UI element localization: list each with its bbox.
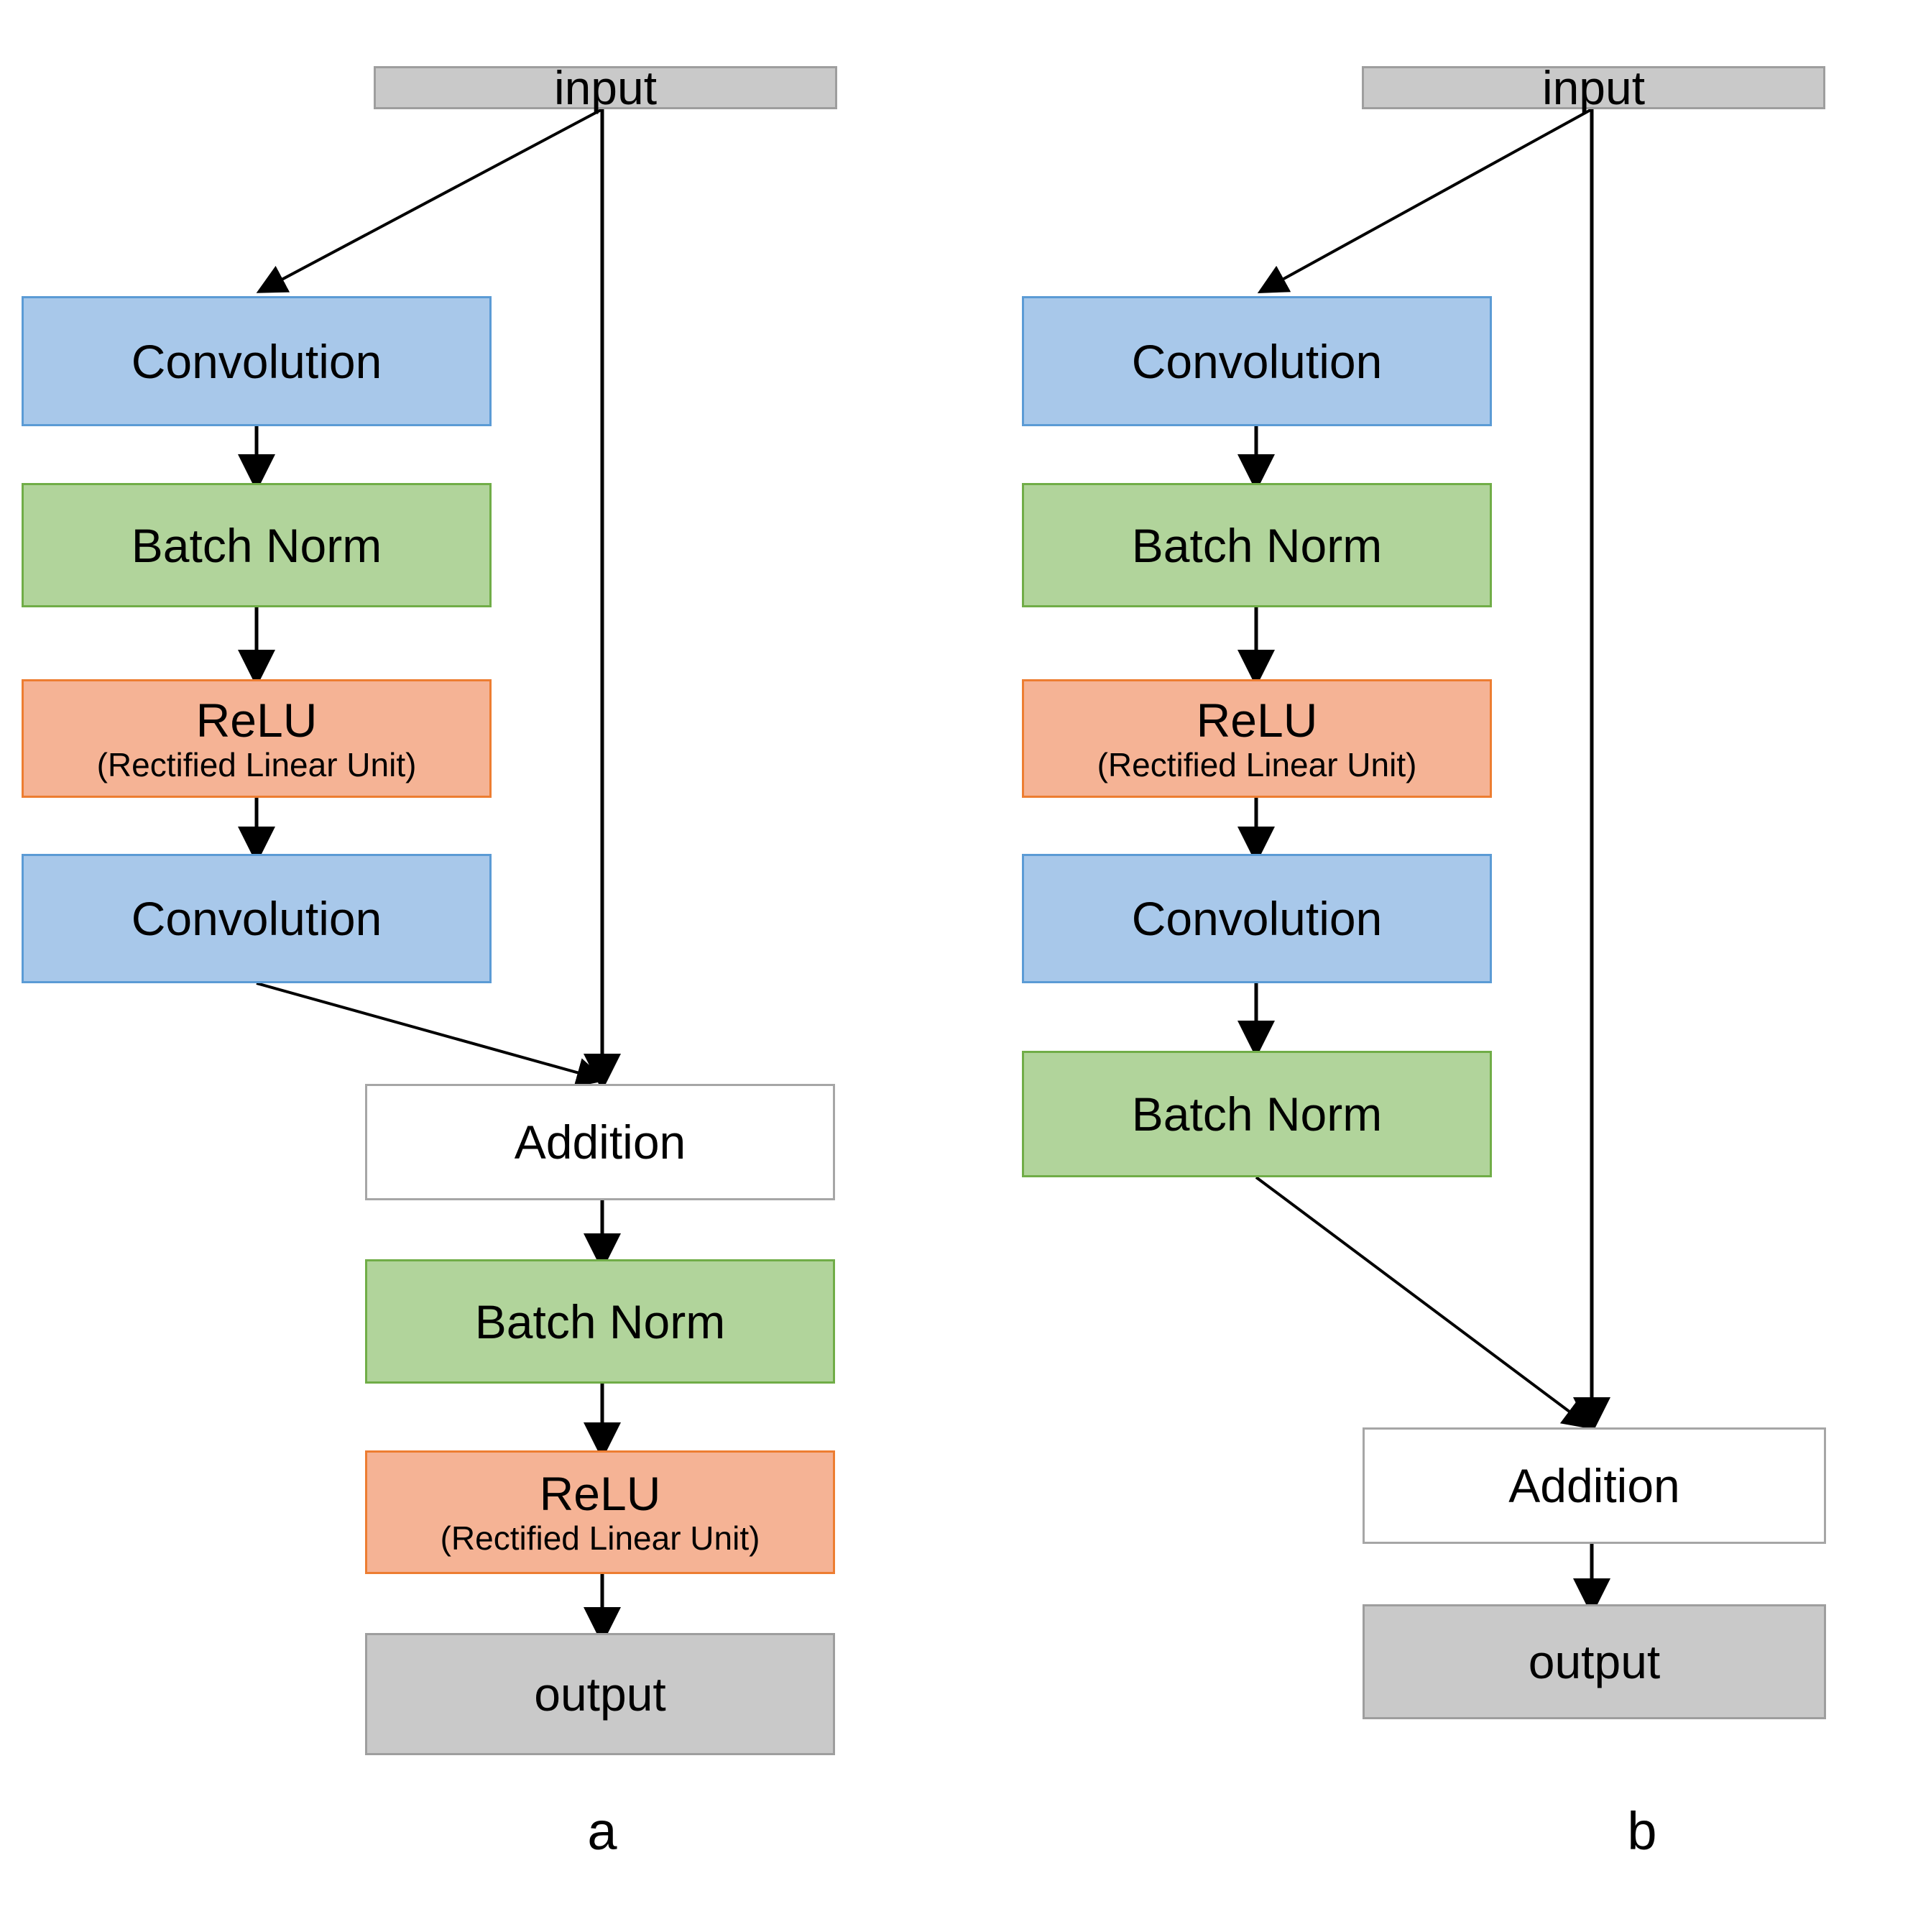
panel-b-node-convolution-2[interactable]: Convolution <box>1022 854 1492 983</box>
panel-b-node-input[interactable]: input <box>1362 61 1825 114</box>
panel-b-node-addition[interactable]: Addition <box>1363 1427 1826 1544</box>
panel-a-conv1-label: Convolution <box>131 334 382 388</box>
panel-a-node-addition[interactable]: Addition <box>365 1084 835 1200</box>
panel-a-node-relu-2[interactable]: ReLU (Rectified Linear Unit) <box>365 1450 835 1574</box>
panel-b-bn2-label: Batch Norm <box>1131 1087 1383 1141</box>
edge-b-input-to-conv1 <box>1257 108 1592 294</box>
panel-b-node-batch-norm-1[interactable]: Batch Norm <box>1022 483 1492 607</box>
panel-a-node-relu-1[interactable]: ReLU (Rectified Linear Unit) <box>22 679 492 798</box>
panel-b-node-relu-1[interactable]: ReLU (Rectified Linear Unit) <box>1022 679 1492 798</box>
panel-b-caption: b <box>1570 1800 1714 1862</box>
panel-b-relu1-label: ReLU <box>1196 693 1318 747</box>
panel-b-bn1-label: Batch Norm <box>1131 518 1383 572</box>
panel-a-bn1-label: Batch Norm <box>131 518 382 572</box>
panel-a-output-label: output <box>534 1668 666 1721</box>
panel-a-input-label: input <box>553 61 658 114</box>
panel-a-node-convolution-2[interactable]: Convolution <box>22 854 492 983</box>
panel-a-conv2-label: Convolution <box>131 892 382 945</box>
edge-b-bn2-to-addition <box>1255 1176 1593 1430</box>
panel-a-node-batch-norm-2[interactable]: Batch Norm <box>365 1259 835 1384</box>
panel-b-node-batch-norm-2[interactable]: Batch Norm <box>1022 1051 1492 1177</box>
panel-a-relu1-sublabel: (Rectified Linear Unit) <box>96 745 417 783</box>
panel-b-node-convolution-1[interactable]: Convolution <box>1022 296 1492 426</box>
panel-a-node-batch-norm-1[interactable]: Batch Norm <box>22 483 492 607</box>
panel-a-relu1-label: ReLU <box>195 693 318 747</box>
panel-b-caption-text: b <box>1627 1801 1657 1861</box>
panel-b-conv1-label: Convolution <box>1131 334 1383 388</box>
panel-b-output-label: output <box>1528 1635 1661 1688</box>
panel-a-bn2-label: Batch Norm <box>474 1294 726 1348</box>
edge-a-conv2-to-addition <box>256 982 607 1087</box>
panel-a-node-convolution-1[interactable]: Convolution <box>22 296 492 426</box>
panel-a-caption-text: a <box>587 1801 617 1861</box>
edge-a-input-to-conv1 <box>256 108 603 293</box>
panel-b-addition-label: Addition <box>1508 1459 1680 1512</box>
panel-a-node-input[interactable]: input <box>374 61 837 114</box>
panel-a-node-output[interactable]: output <box>365 1633 835 1755</box>
panel-a-relu2-label: ReLU <box>539 1467 661 1520</box>
panel-b-conv2-label: Convolution <box>1131 892 1383 945</box>
panel-b-node-output[interactable]: output <box>1363 1604 1826 1719</box>
panel-a-relu2-sublabel: (Rectified Linear Unit) <box>440 1519 760 1557</box>
panel-a-addition-label: Addition <box>514 1116 686 1169</box>
panel-a-caption: a <box>530 1800 674 1862</box>
panel-b-input-label: input <box>1541 61 1646 114</box>
panel-b-relu1-sublabel: (Rectified Linear Unit) <box>1097 745 1417 783</box>
